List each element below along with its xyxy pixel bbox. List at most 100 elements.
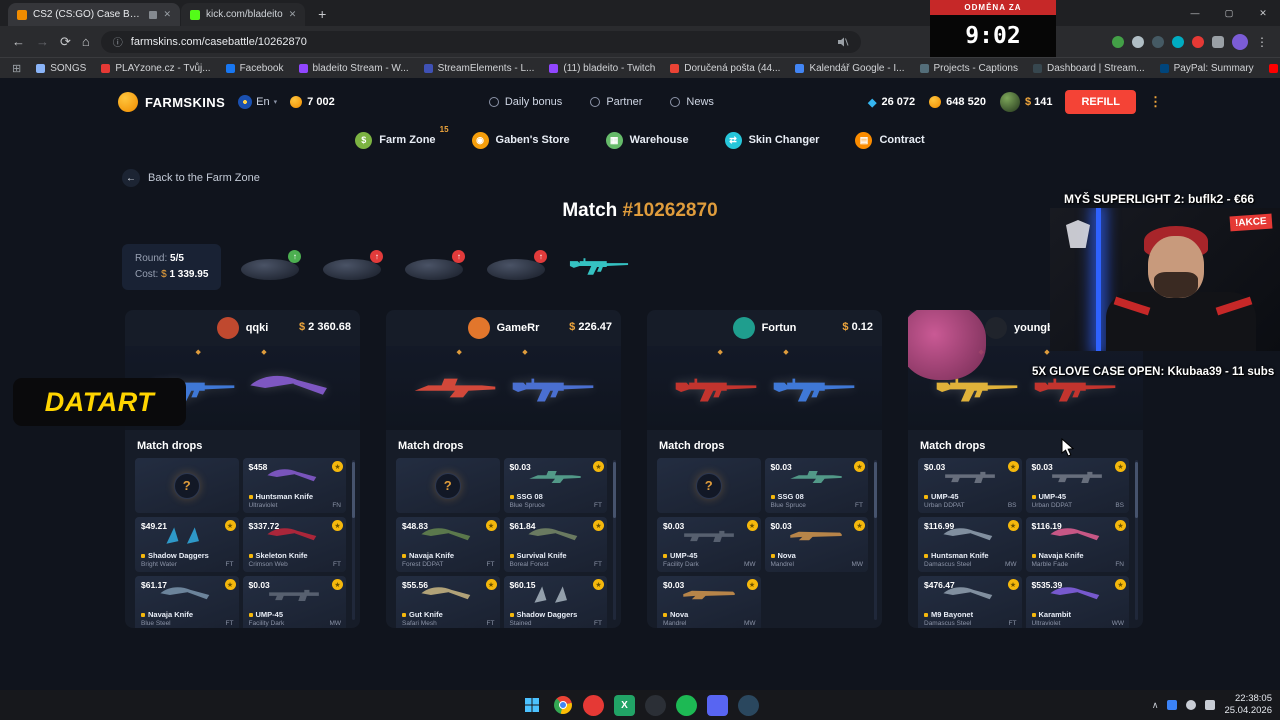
site-nav-item[interactable]: ⇄ Skin Changer xyxy=(724,131,819,149)
excel-app-icon[interactable]: X xyxy=(614,694,635,716)
obs-app-icon[interactable] xyxy=(645,694,666,716)
player-total: $ 226.47 xyxy=(569,321,612,333)
coins-value: 7 002 xyxy=(307,96,335,108)
language-selector[interactable]: En ▾ xyxy=(238,95,277,109)
red-app-icon[interactable] xyxy=(583,694,604,716)
bookmark-item[interactable]: PLAYzone.cz - Tvůj... xyxy=(101,63,211,74)
extensions-puzzle-icon[interactable] xyxy=(1212,35,1224,48)
tab-muted-icon[interactable] xyxy=(837,36,849,48)
players-grid: qqki $ 2 360.68 ◆ ◆ Match drops ? $458 ★… xyxy=(125,310,1143,628)
camera-extension-icon[interactable] xyxy=(1132,35,1144,48)
volume-icon[interactable] xyxy=(1205,700,1216,710)
nav-icon: ◉ xyxy=(471,131,489,149)
taskbar-clock[interactable]: 22:38:05 25.04.2026 xyxy=(1224,693,1272,717)
forward-button[interactable]: → xyxy=(36,34,49,49)
knife-icon xyxy=(159,583,215,607)
bookmark-item[interactable]: Kalendář Google - I... xyxy=(795,63,905,74)
back-link[interactable]: ← Back to the Farm Zone xyxy=(122,169,1280,187)
window-minimize-icon[interactable]: — xyxy=(1190,7,1200,18)
bookmark-item[interactable]: PayPal: Summary xyxy=(1159,63,1254,74)
drops-scrollbar[interactable] xyxy=(352,460,355,620)
site-nav-item[interactable]: ▦ Warehouse xyxy=(605,131,689,149)
header-link[interactable]: Partner xyxy=(590,96,642,108)
apps-grid-icon[interactable]: ⊞ xyxy=(12,62,22,75)
discord-app-icon[interactable] xyxy=(707,694,728,716)
teal-extension-icon[interactable] xyxy=(1172,35,1184,48)
coin-icon xyxy=(929,96,942,108)
bookmark-item[interactable]: Facebook xyxy=(225,63,284,74)
nav-badge: 15 xyxy=(439,124,449,134)
browser-tab[interactable]: kick.com/bladeito ✕ xyxy=(181,3,306,26)
header-link[interactable]: Daily bonus xyxy=(488,96,562,108)
drop-name: M9 Bayonet xyxy=(931,610,974,619)
stattrak-star-icon: ★ xyxy=(746,520,758,531)
address-bar[interactable]: ⓘ farmskins.com/casebattle/10262870 xyxy=(100,30,861,53)
stattrak-star-icon: ★ xyxy=(332,579,343,590)
overlay-glove-case-text: 5X GLOVE CASE OPEN: Kkubaa39 - 11 subs xyxy=(1032,366,1275,378)
clock-date: 25.04.2026 xyxy=(1224,705,1272,716)
drop-skin: Crimson Web xyxy=(248,561,288,568)
new-tab-button[interactable]: + xyxy=(318,6,327,22)
drop-meta: Skeleton Knife Crimson Web FT xyxy=(249,551,342,568)
site-info-icon[interactable]: ⓘ xyxy=(112,38,123,49)
network-icon[interactable] xyxy=(1167,700,1178,710)
avatar[interactable] xyxy=(999,92,1020,112)
drop-meta: Huntsman Knife Ultraviolet FN xyxy=(249,492,342,509)
scrollbar-thumb[interactable] xyxy=(1135,462,1138,518)
chrome-app-icon[interactable] xyxy=(552,695,573,716)
stattrak-star-icon: ★ xyxy=(224,579,236,590)
refill-button[interactable]: REFILL xyxy=(1065,90,1136,114)
case-badge-icon: ↑ xyxy=(288,250,302,263)
red-extension-icon[interactable] xyxy=(1192,35,1204,48)
header-link[interactable]: News xyxy=(670,96,714,108)
drops-scrollbar[interactable] xyxy=(613,460,616,620)
dark-extension-icon[interactable] xyxy=(1152,35,1164,48)
stattrak-star-icon: ★ xyxy=(593,461,604,472)
reload-button[interactable]: ⟳ xyxy=(60,33,71,49)
site-nav-item[interactable]: $ Farm Zone 15 xyxy=(355,125,449,149)
mic-icon[interactable] xyxy=(1186,700,1197,710)
bookmark-item[interactable]: (11) bladeito - Twitch xyxy=(549,63,655,74)
drop-skin: Damascus Steel xyxy=(924,561,972,568)
knife-icon xyxy=(942,524,998,548)
drops-scrollbar[interactable] xyxy=(1135,460,1138,620)
brand[interactable]: FARMSKINS xyxy=(118,92,225,112)
spotify-app-icon[interactable] xyxy=(676,694,697,716)
browser-tab[interactable]: CS2 (CS:GO) Case Battle - ✕ xyxy=(8,3,180,26)
tray-chevron-icon[interactable]: ∧ xyxy=(1151,699,1159,710)
bookmark-item[interactable]: Doručená pošta (44... xyxy=(670,63,780,74)
stattrak-star-icon: ★ xyxy=(1115,579,1126,590)
stattrak-star-icon: ★ xyxy=(1007,461,1019,472)
nav-label: Farm Zone xyxy=(379,134,436,146)
bookmark-item[interactable]: SONGS xyxy=(36,63,86,74)
scrollbar-thumb[interactable] xyxy=(874,462,877,518)
scrollbar-thumb[interactable] xyxy=(613,462,616,518)
tab-close-icon[interactable]: ✕ xyxy=(288,9,297,19)
site-nav-item[interactable]: ▤ Contract xyxy=(855,131,925,149)
knife-icon xyxy=(266,465,322,489)
kebab-menu-icon[interactable]: ⋮ xyxy=(1148,94,1162,109)
window-maximize-icon[interactable]: ▢ xyxy=(1224,7,1234,18)
bookmark-item[interactable]: StreamElements - L... xyxy=(423,63,534,74)
tab-close-icon[interactable]: ✕ xyxy=(163,9,171,19)
window-close-icon[interactable]: ✕ xyxy=(1259,7,1267,18)
bookmark-item[interactable]: Projects - Captions xyxy=(919,63,1018,74)
profile-avatar[interactable] xyxy=(1232,33,1248,50)
shotgun-icon xyxy=(788,524,844,548)
green-extension-icon[interactable] xyxy=(1112,35,1124,48)
steam-app-icon[interactable] xyxy=(738,694,759,716)
bookmark-favicon xyxy=(1159,63,1169,73)
drops-scrollbar[interactable] xyxy=(874,460,877,620)
bookmark-item[interactable]: YouTube xyxy=(1268,63,1280,74)
scrollbar-thumb[interactable] xyxy=(352,462,355,518)
bookmark-item[interactable]: Dashboard | Stream... xyxy=(1032,63,1145,74)
weapon-showcase: ◆ ◆ xyxy=(386,346,621,430)
case-image xyxy=(487,259,546,280)
browser-menu-icon[interactable]: ⋮ xyxy=(1256,34,1268,49)
back-button[interactable]: ← xyxy=(12,34,25,49)
start-button[interactable] xyxy=(521,695,542,716)
bookmark-item[interactable]: bladeito Stream - W... xyxy=(298,63,409,74)
site-nav-item[interactable]: ◉ Gaben's Store xyxy=(471,131,570,149)
home-button[interactable]: ⌂ xyxy=(81,34,90,49)
case-badge-icon: ↑ xyxy=(452,250,466,263)
